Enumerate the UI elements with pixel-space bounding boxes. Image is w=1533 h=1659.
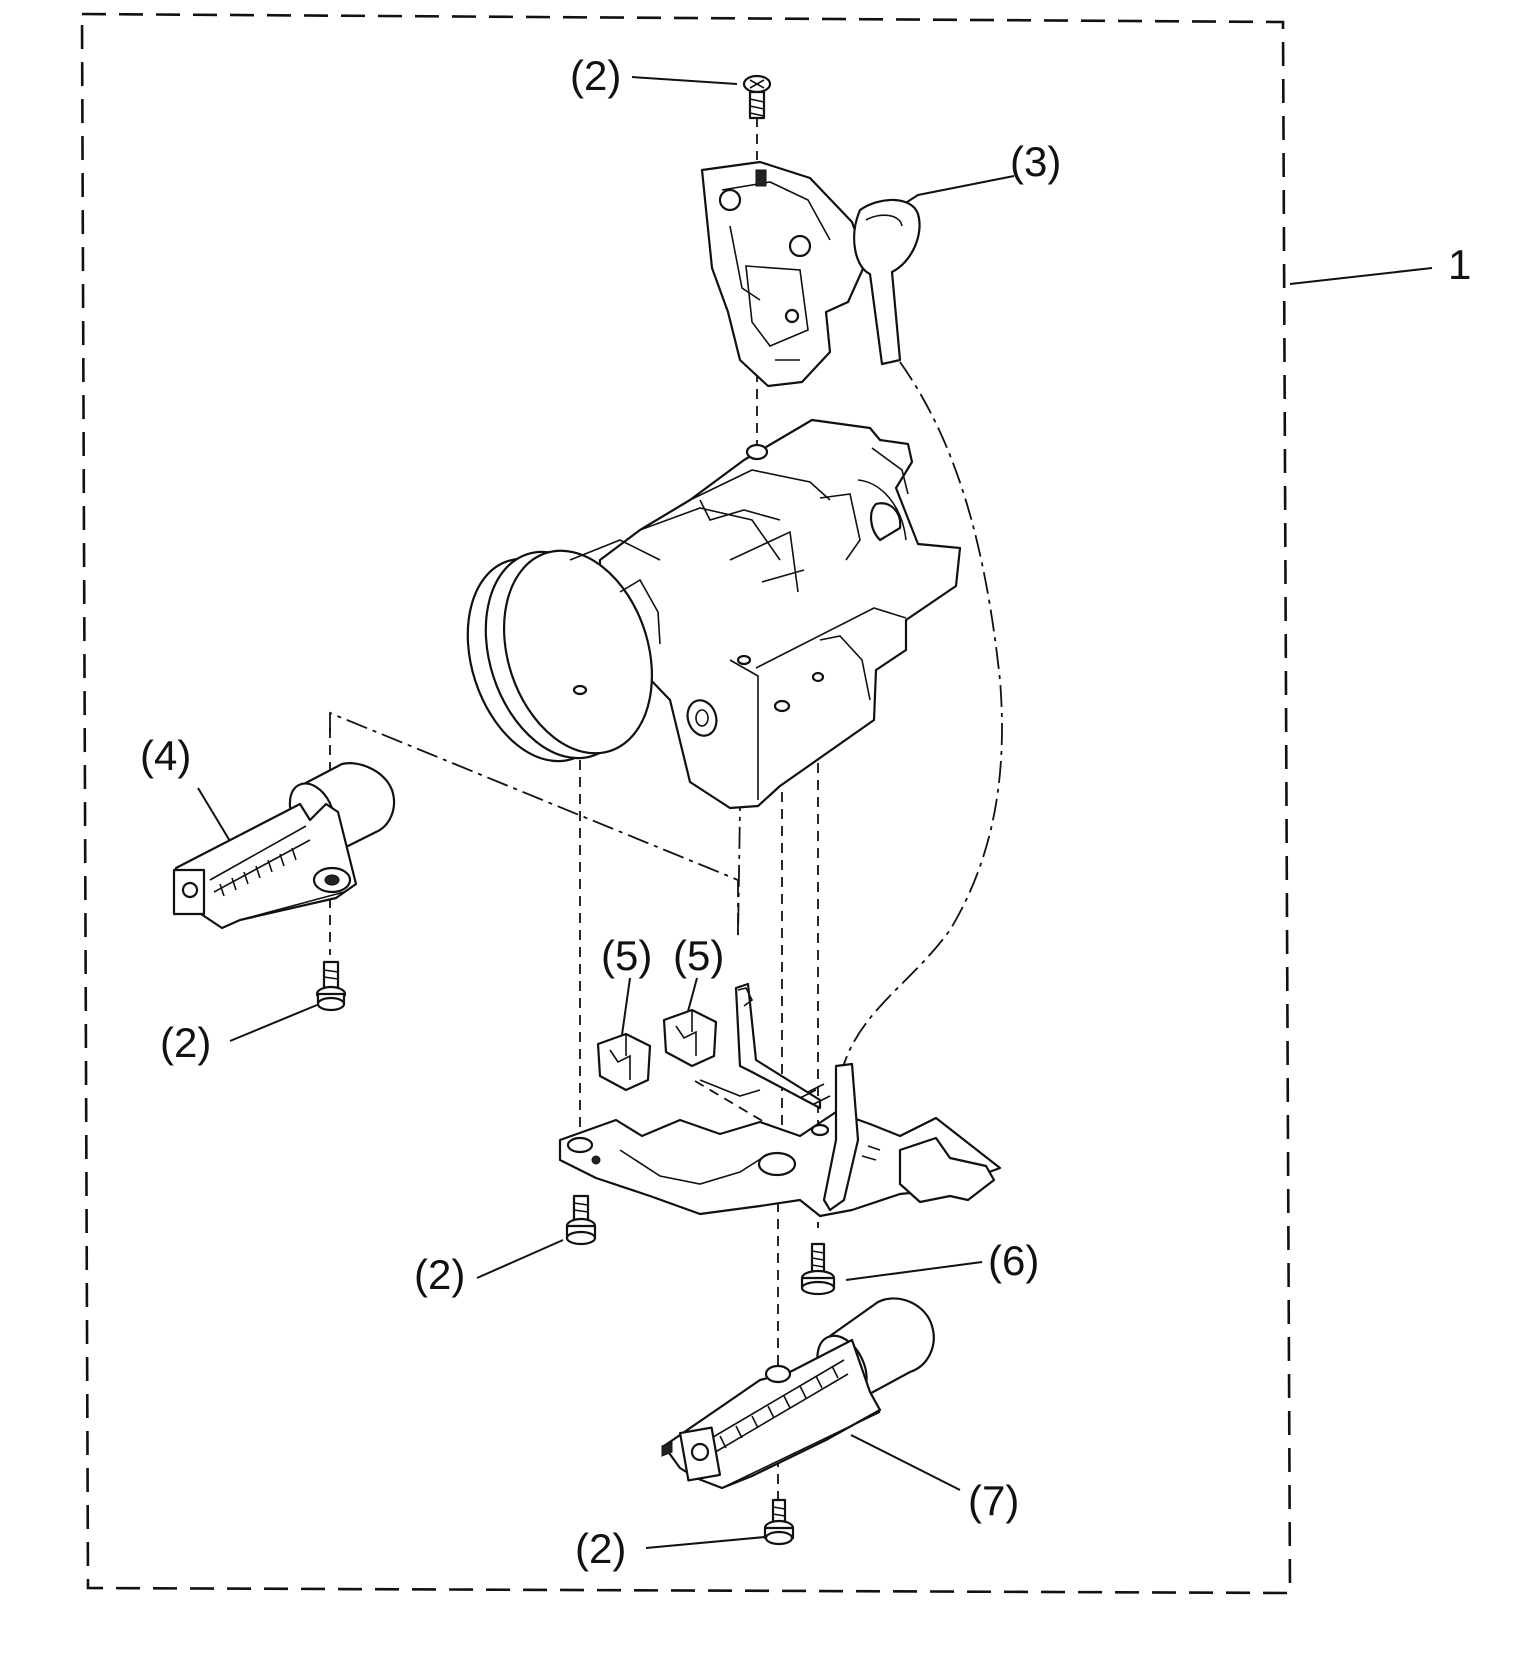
callout-screw-left: (2) (160, 1019, 212, 1066)
photo-sensor-b (662, 1008, 718, 1068)
focus-motor (172, 762, 396, 930)
screw-top (742, 74, 772, 120)
screw-special (800, 1242, 836, 1296)
lens-barrel (466, 418, 962, 810)
callout-screw-base: (2) (414, 1251, 466, 1298)
callout-assembly-1: 1 (1448, 241, 1472, 288)
callout-screw-bottom: (2) (575, 1525, 627, 1572)
screw-left (315, 960, 347, 1012)
callout-focus-motor: (4) (140, 732, 192, 779)
screw-base (565, 1194, 597, 1246)
zoom-motor (661, 1297, 935, 1490)
base-plate (558, 982, 1002, 1218)
callout-sensor-a: (5) (601, 932, 653, 979)
callout-sensor-b: (5) (673, 932, 725, 979)
leader-lines (197, 76, 1433, 1549)
callout-screw-top: (2) (570, 52, 622, 99)
assembly-boundary (80, 12, 1292, 1595)
callout-zoom-motor: (7) (968, 1477, 1020, 1524)
screw-bottom (763, 1498, 795, 1546)
callout-fpc-unit: (3) (1010, 138, 1062, 185)
callout-screw-special: (6) (988, 1237, 1040, 1284)
photo-sensor-a (596, 1032, 652, 1092)
fpc-unit (700, 160, 921, 388)
